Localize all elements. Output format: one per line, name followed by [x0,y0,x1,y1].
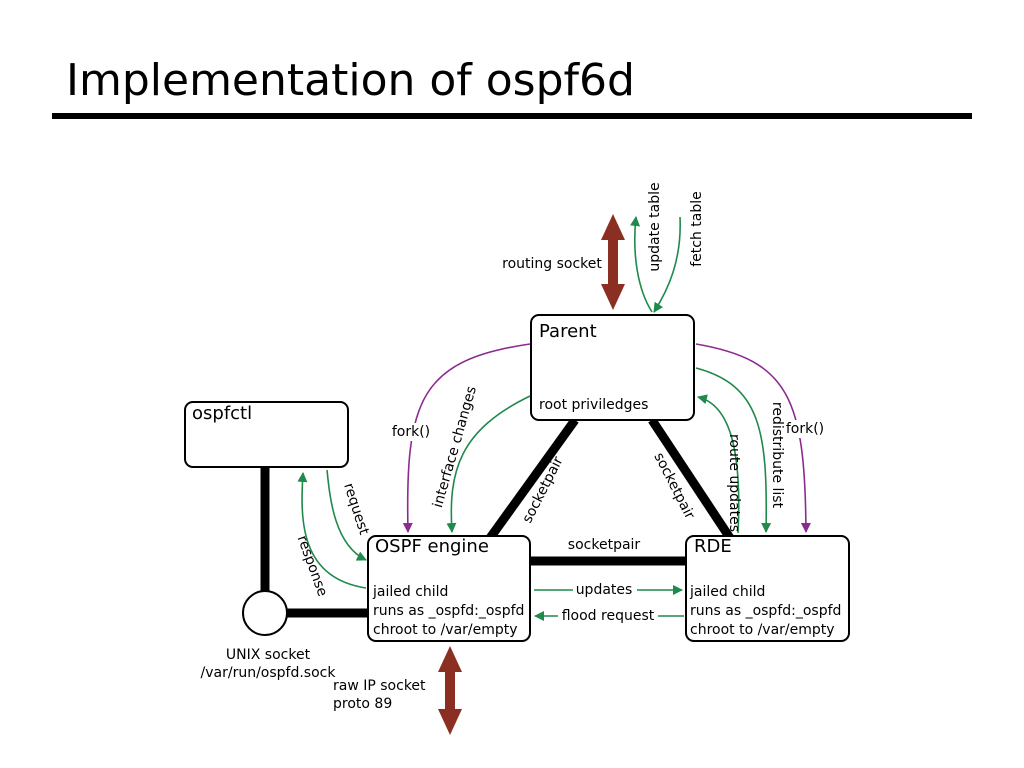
socketpair-label-middle: socketpair [568,537,641,553]
fetch-table-label: fetch table [689,191,705,267]
fetch-table-arrow [653,216,681,313]
update-table-arrow [630,216,653,313]
fork-label-left: fork() [392,424,430,440]
unix-socket-circle [242,590,288,636]
response-arrow [297,472,367,589]
socketpair-line-parent-rde [648,417,734,541]
raw-ip-socket-label: raw IP socket [333,678,426,694]
redistribute-list-arrow [695,367,772,533]
socketpair-line-parent-engine [486,417,579,541]
parent-node: Parent root priviledges [530,314,695,421]
response-label: response [294,533,331,598]
proto-label: proto 89 [333,696,392,712]
ospf-engine-line-3: chroot to /var/empty [373,622,518,638]
rde-line-3: chroot to /var/empty [690,622,835,638]
update-table-label: update table [647,182,663,271]
rde-node: RDE jailed child runs as _ospfd:_ospfd c… [685,535,850,642]
ospf-engine-title: OSPF engine [375,536,489,557]
ospf-engine-line-1: jailed child [372,584,448,600]
interface-changes-arrow [446,395,531,533]
redistribute-list-label: redistribute list [769,402,785,509]
unix-socket-path: /var/run/ospfd.sock [201,665,337,681]
parent-title: Parent [539,321,597,342]
ospf-engine-node: OSPF engine jailed child runs as _ospfd:… [367,535,531,642]
rde-title: RDE [694,536,732,557]
interface-changes-label: interface changes [430,384,480,509]
ospfctl-title: ospfctl [192,403,252,424]
routing-socket-label: routing socket [502,256,602,272]
request-label: request [340,481,372,537]
flood-request-label: flood request [562,608,655,624]
fork-arrow-left [402,343,531,533]
updates-label: updates [576,582,633,598]
rde-line-1: jailed child [689,584,765,600]
raw-ip-socket-arrow [438,646,462,735]
route-updates-arrow [697,394,740,534]
ospfctl-node: ospfctl [184,401,349,468]
request-arrow [326,469,367,561]
slide-title: Implementation of ospf6d [66,55,635,106]
parent-line-1: root priviledges [539,397,648,413]
title-underline [52,113,972,119]
fork-label-right: fork() [786,421,824,437]
fork-arrow-right [695,343,811,533]
rde-line-2: runs as _ospfd:_ospfd [690,603,841,619]
unix-socket-node: UNIX socket /var/run/ospfd.sock [201,590,337,681]
ospf-engine-line-2: runs as _ospfd:_ospfd [373,603,524,619]
unix-socket-label: UNIX socket [226,647,311,663]
route-updates-label: route updates [726,434,742,532]
routing-socket-arrow [601,214,625,310]
